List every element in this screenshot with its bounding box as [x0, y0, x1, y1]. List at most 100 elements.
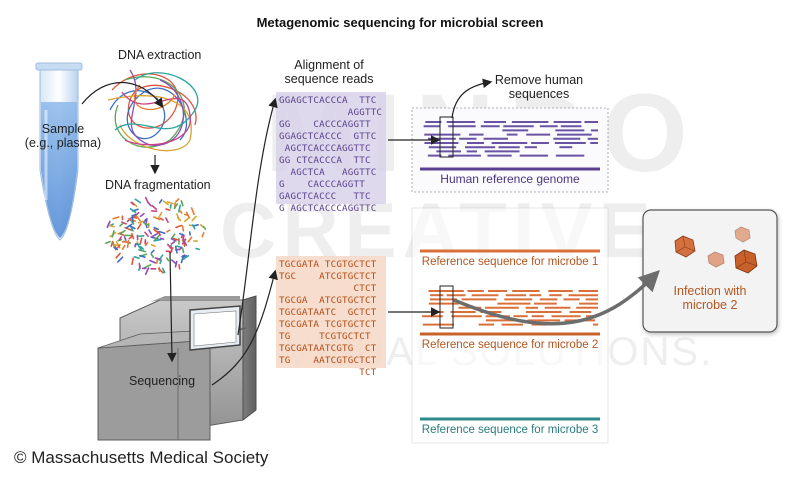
sample-label: Sample (e.g., plasma): [8, 122, 118, 151]
arrow-fragments-to-sequencing: [167, 251, 177, 363]
microbe-virus-icon: [734, 226, 751, 243]
human-sequence-read: AGCTCA AGGTTC: [279, 167, 377, 178]
dna-fragment: [159, 259, 163, 265]
dna-fragment: [144, 241, 149, 247]
dna-fragment: [142, 218, 147, 224]
dna-tangle-icon: [107, 69, 199, 152]
dna-fragment: [119, 229, 126, 235]
dna-fragment: [150, 244, 156, 247]
dna-fragment: [166, 201, 174, 205]
human-reference-panel: [411, 107, 609, 193]
dna-fragment: [131, 214, 134, 223]
dna-fragment: [187, 236, 193, 243]
dna-fragment: [190, 207, 195, 216]
dna-fragment: [202, 225, 207, 230]
dna-fragment: [166, 257, 170, 262]
microbe-sequence-read: TCT: [279, 367, 377, 378]
human-sequence-read: GG CTCACCCA TTC: [279, 155, 371, 166]
alignment-label: Alignment of sequence reads: [274, 58, 384, 87]
dna-fragment: [170, 233, 176, 240]
sequencer-screen: [189, 305, 241, 351]
diagram-title: Metagenomic sequencing for microbial scr…: [256, 15, 544, 30]
alignment-label-line1: Alignment of: [294, 58, 364, 72]
dna-fragment: [144, 223, 150, 226]
dna-fragment: [115, 252, 121, 259]
dna-fragment: [182, 254, 190, 261]
dna-fragment: [139, 245, 145, 250]
human-sequence-read: G AGCTCACCCAGGTTC: [279, 203, 377, 214]
human-read-alignment: [276, 92, 386, 204]
dna-fragment: [135, 214, 141, 222]
dna-fragment: [178, 246, 183, 251]
dna-fragment: [131, 213, 137, 217]
dna-fragment: [129, 208, 137, 214]
dna-fragment: [155, 258, 159, 264]
dna-fragment: [159, 237, 165, 240]
dna-fragment: [172, 237, 180, 241]
dna-fragment: [155, 257, 161, 260]
infection-label-line2: microbe 2: [682, 298, 738, 313]
dna-fragment: [118, 236, 123, 241]
dna-fragment: [158, 199, 163, 204]
dna-fragment: [104, 240, 111, 245]
dna-fragment: [161, 267, 166, 274]
dna-fragment: [158, 267, 164, 274]
dna-fragment: [162, 200, 170, 206]
dna-fragment: [149, 259, 157, 264]
microbe-sequence-read: TGCGATA TCGTGCTCT: [279, 259, 377, 270]
dna-fragment: [191, 215, 197, 222]
microbe-sequence-read: TGCGA ATCGTGCTCT: [279, 295, 377, 306]
dna-fragment: [181, 225, 185, 232]
dna-fragment: [151, 204, 158, 211]
dna-fragment: [130, 226, 134, 232]
sample-label-line2: (e.g., plasma): [24, 136, 102, 151]
dna-fragment: [181, 247, 185, 254]
dna-fragment: [174, 245, 178, 254]
human-reference-label: Human reference genome: [440, 172, 580, 186]
microbe-sequence-read: TG TCGTGCTCT: [279, 331, 371, 342]
copyright-text: © Massachusetts Medical Society: [14, 448, 269, 467]
dna-fragment: [180, 255, 185, 264]
human-sequence-read: GG CACCCAGGTT: [279, 119, 371, 130]
remove-human-label: Remove human sequences: [493, 73, 585, 102]
dna-fragment: [138, 249, 147, 253]
dna-fragment: [127, 218, 136, 222]
microbe-sequence-read: TGCGATAATCGTG CT: [279, 343, 377, 354]
dna-fragment: [154, 234, 161, 241]
dna-fragment: [143, 264, 152, 269]
microbe-sequence-read: TGC ATCGTGCTCT: [279, 271, 377, 282]
dna-fragment: [175, 198, 180, 203]
sample-tube-icon: [35, 62, 83, 241]
sample-label-line1: Sample: [41, 122, 85, 136]
dna-fragment: [132, 216, 138, 219]
infection-label-line1: Infection with: [673, 284, 747, 298]
dna-fragment: [171, 238, 177, 242]
dna-fragment: [113, 246, 119, 251]
sequencing-label: Sequencing: [129, 374, 196, 388]
dna-fragment: [133, 256, 140, 259]
dna-fragment: [176, 245, 183, 249]
dna-fragment: [111, 230, 115, 238]
dna-fragment: [137, 220, 145, 224]
dna-fragment: [119, 222, 125, 227]
dna-fragment: [174, 260, 178, 268]
dna-fragment: [144, 231, 149, 237]
dna-fragment: [153, 238, 162, 242]
dna-fragment: [191, 224, 196, 230]
remove-human-label-line1: Remove human: [494, 73, 584, 87]
dna-fragment: [183, 216, 191, 223]
human-sequence-read: GGAGCTCACCCA TTC: [279, 95, 377, 106]
dna-fragment: [185, 211, 191, 219]
dna-fragmentation-label: DNA fragmentation: [105, 178, 211, 192]
microbe2-reference-label: Reference sequence for microbe 2: [421, 339, 599, 351]
dna-fragment: [159, 217, 164, 221]
dna-fragment: [109, 224, 115, 228]
dna-fragment: [193, 224, 199, 227]
dna-fragment: [136, 223, 142, 230]
dna-fragment: [178, 264, 181, 270]
flow-arrows: [81, 78, 660, 386]
dna-fragment: [148, 229, 153, 235]
dna-fragment: [128, 224, 136, 230]
